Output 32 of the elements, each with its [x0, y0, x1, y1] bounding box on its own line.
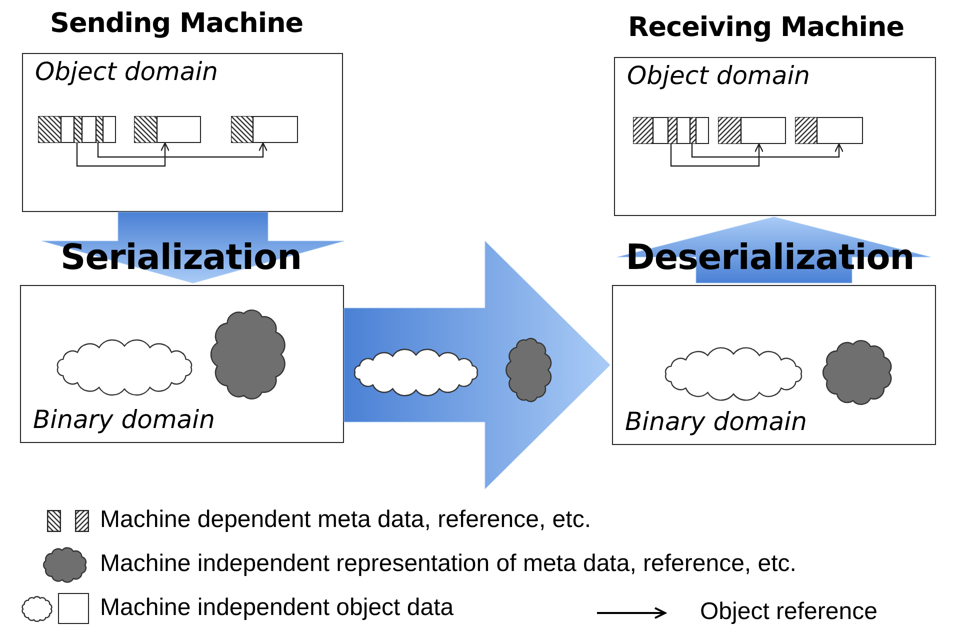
domain-box — [20, 285, 344, 443]
record-box — [718, 117, 786, 144]
box-title: Object domain — [627, 61, 810, 90]
domain-box — [22, 53, 343, 212]
cloud-shape — [211, 308, 286, 401]
legend-text: Machine dependent meta data, reference, etc. — [100, 506, 591, 534]
edge-label: Deserialization — [626, 238, 914, 278]
legend-text: Machine independent object data — [100, 594, 454, 622]
edge-label: Serialization — [60, 238, 302, 278]
box-title: Binary domain — [625, 407, 807, 436]
block-arrow — [617, 216, 931, 284]
record-box — [38, 116, 116, 143]
box-title: Object domain — [35, 57, 218, 86]
record-box — [795, 117, 863, 144]
cloud-shape — [505, 335, 553, 405]
cloud-shape — [821, 339, 894, 406]
reference-arrow — [76, 142, 170, 167]
reference-arrow — [97, 142, 268, 158]
domain-box — [612, 285, 936, 445]
reference-arrow — [691, 143, 844, 158]
block-arrow — [344, 240, 610, 490]
record-box — [633, 117, 709, 144]
legend-text: Machine independent representation of meta data, reference, etc. — [100, 550, 796, 578]
block-arrow — [42, 212, 344, 284]
machine-heading: Sending Machine — [50, 8, 304, 39]
legend-text: Object reference — [700, 598, 878, 626]
record-box — [231, 116, 298, 143]
record-box — [134, 116, 201, 143]
box-title: Binary domain — [33, 405, 215, 434]
machine-heading: Receiving Machine — [628, 12, 904, 43]
reference-arrow — [670, 143, 764, 167]
domain-box — [614, 57, 936, 216]
